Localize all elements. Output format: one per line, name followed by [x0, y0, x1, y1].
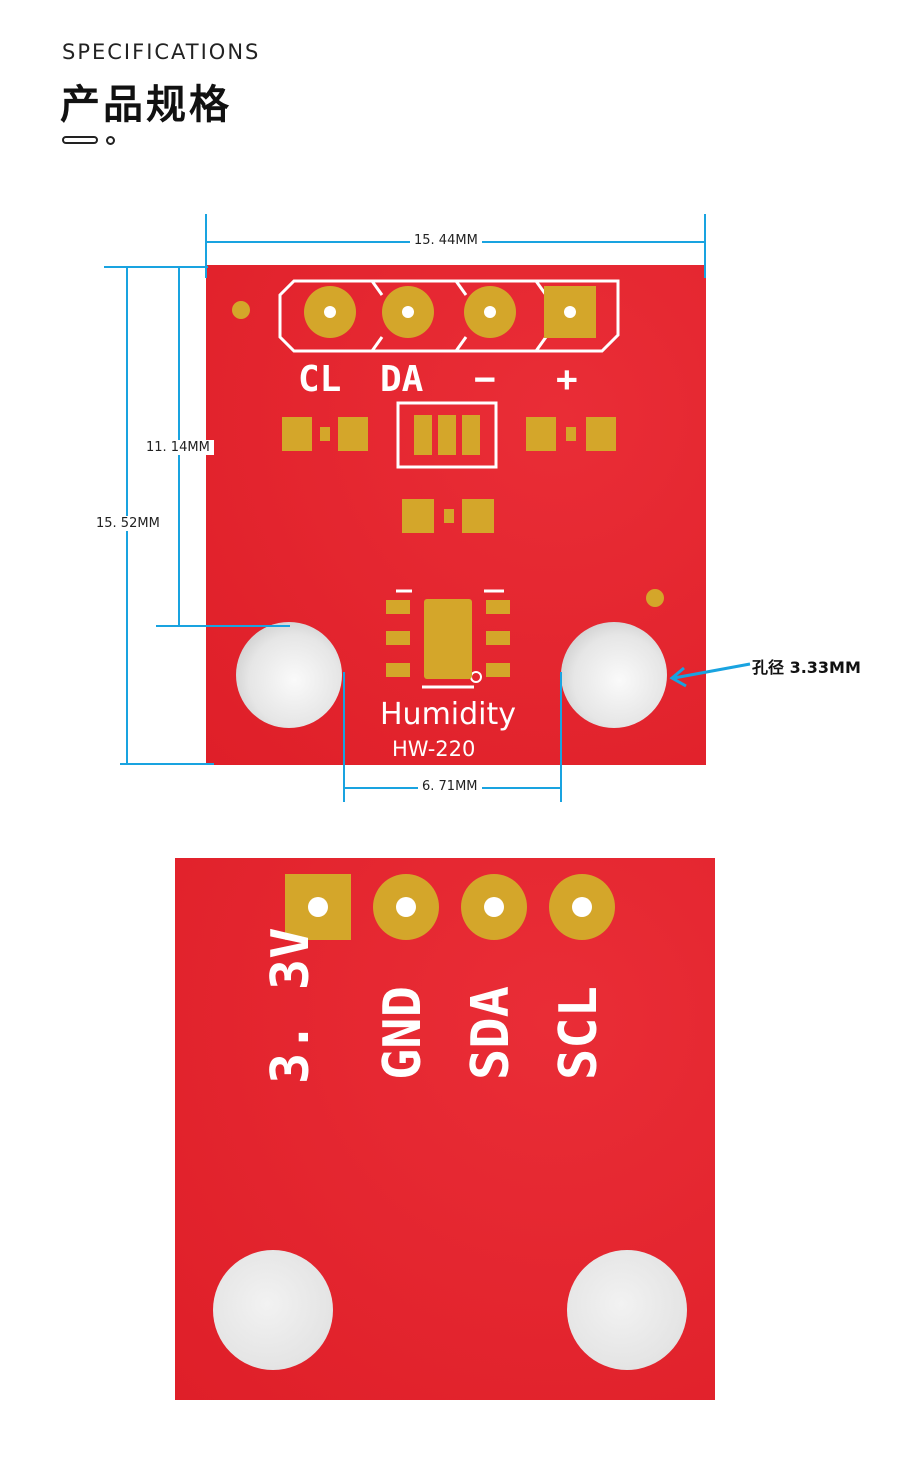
pin-label-cl: CL [298, 359, 342, 400]
hole-diameter-label: 孔径 3.33MM [752, 658, 861, 677]
pin-gnd-hole [396, 897, 416, 917]
smd-pad [282, 417, 312, 451]
dim-offset-bottom-tick [156, 625, 290, 627]
dim-height-label: 15. 52MM [92, 516, 164, 531]
pin-label-da: DA [380, 359, 424, 400]
section-title-en: SPECIFICATIONS [62, 40, 261, 64]
pin-scl-hole [572, 897, 592, 917]
pin-cl-hole [324, 306, 336, 318]
pin-sda-hole [484, 897, 504, 917]
smd-pad [586, 417, 616, 451]
smd-pad [462, 499, 494, 533]
pin-label-gnd: GND [373, 986, 433, 1080]
dim-height-top-tick [104, 266, 208, 268]
chip-pad [386, 663, 410, 677]
product-name: Humidity [380, 697, 517, 732]
dim-spacing-label: 6. 71MM [418, 779, 482, 794]
pin-label-minus: − [474, 359, 496, 400]
dim-spacing-right-tick [560, 672, 562, 802]
dim-spacing-left-tick [343, 672, 345, 802]
front-board: CL DA − + Humidity HW-220 [206, 265, 706, 765]
mounting-hole-right [561, 622, 667, 728]
chip-pad [486, 663, 510, 677]
smd-pad [320, 427, 330, 441]
mounting-hole-left [236, 622, 342, 728]
back-board: 3. 3V GND SDA SCL [175, 858, 715, 1400]
pin-minus-hole [484, 306, 496, 318]
product-model: HW-220 [392, 737, 476, 761]
chip-pad [386, 631, 410, 645]
dim-width-left-tick [205, 214, 207, 278]
dim-width-right-tick [704, 214, 706, 278]
title-underline-dot [106, 136, 115, 145]
dim-height-line [126, 266, 128, 764]
back-mounting-hole-right [567, 1250, 687, 1370]
smd-pad [402, 499, 434, 533]
pin-plus-hole [564, 306, 576, 318]
via-top-left [232, 301, 250, 319]
chip-center-pad [424, 599, 472, 679]
chip-pad [486, 631, 510, 645]
pin-da-hole [402, 306, 414, 318]
dim-offset-label: 11. 14MM [142, 440, 214, 455]
smd-pad [414, 415, 432, 455]
pin-label-3v3: 3. 3V [261, 927, 321, 1084]
pin-label-plus: + [556, 359, 578, 400]
title-underline-bar [62, 136, 98, 144]
dim-width-label: 15. 44MM [410, 233, 482, 248]
smd-pad [526, 417, 556, 451]
section-title-cn: 产品规格 [60, 82, 232, 128]
chip-pad [386, 600, 410, 614]
pin-label-sda: SDA [461, 986, 521, 1080]
pin-3v3-hole [308, 897, 328, 917]
pin-label-scl: SCL [549, 986, 609, 1080]
header-outline [278, 279, 620, 689]
smd-pad [566, 427, 576, 441]
hole-diameter-arrow [669, 662, 751, 688]
back-mounting-hole-left [213, 1250, 333, 1370]
chip-pad [486, 600, 510, 614]
smd-pad [438, 415, 456, 455]
smd-pad [338, 417, 368, 451]
dim-height-bottom-tick [120, 763, 214, 765]
smd-pad [462, 415, 480, 455]
via-right [646, 589, 664, 607]
smd-pad [444, 509, 454, 523]
